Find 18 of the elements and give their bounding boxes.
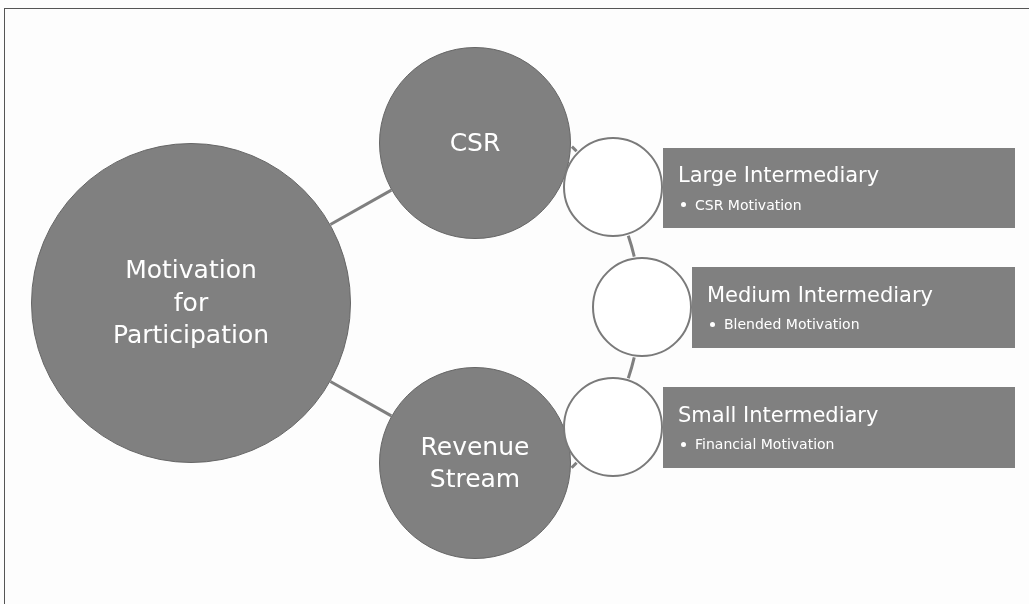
circle-label: Revenue Stream [419,430,531,495]
connector-line [329,188,393,226]
bullet-text: Blended Motivation [724,316,860,333]
bullet-text: Financial Motivation [695,436,835,453]
circle-label: Motivation for Participation [111,254,271,352]
connector-line [329,380,393,418]
panel-heading: Small Intermediary [678,402,880,429]
panel-heading: Large Intermediary [678,163,881,189]
bullet-text: CSR Motivation [695,196,802,213]
intermediary-panel [663,148,1015,228]
intermediary-panel [692,267,1015,348]
connector-line [626,235,636,257]
connector-line [570,145,578,153]
circle-label: CSR [449,126,501,159]
connector-line [626,357,636,379]
connector-line [570,461,578,469]
panel-heading: Medium Intermediary [707,282,935,309]
intermediary-panel [663,387,1015,468]
